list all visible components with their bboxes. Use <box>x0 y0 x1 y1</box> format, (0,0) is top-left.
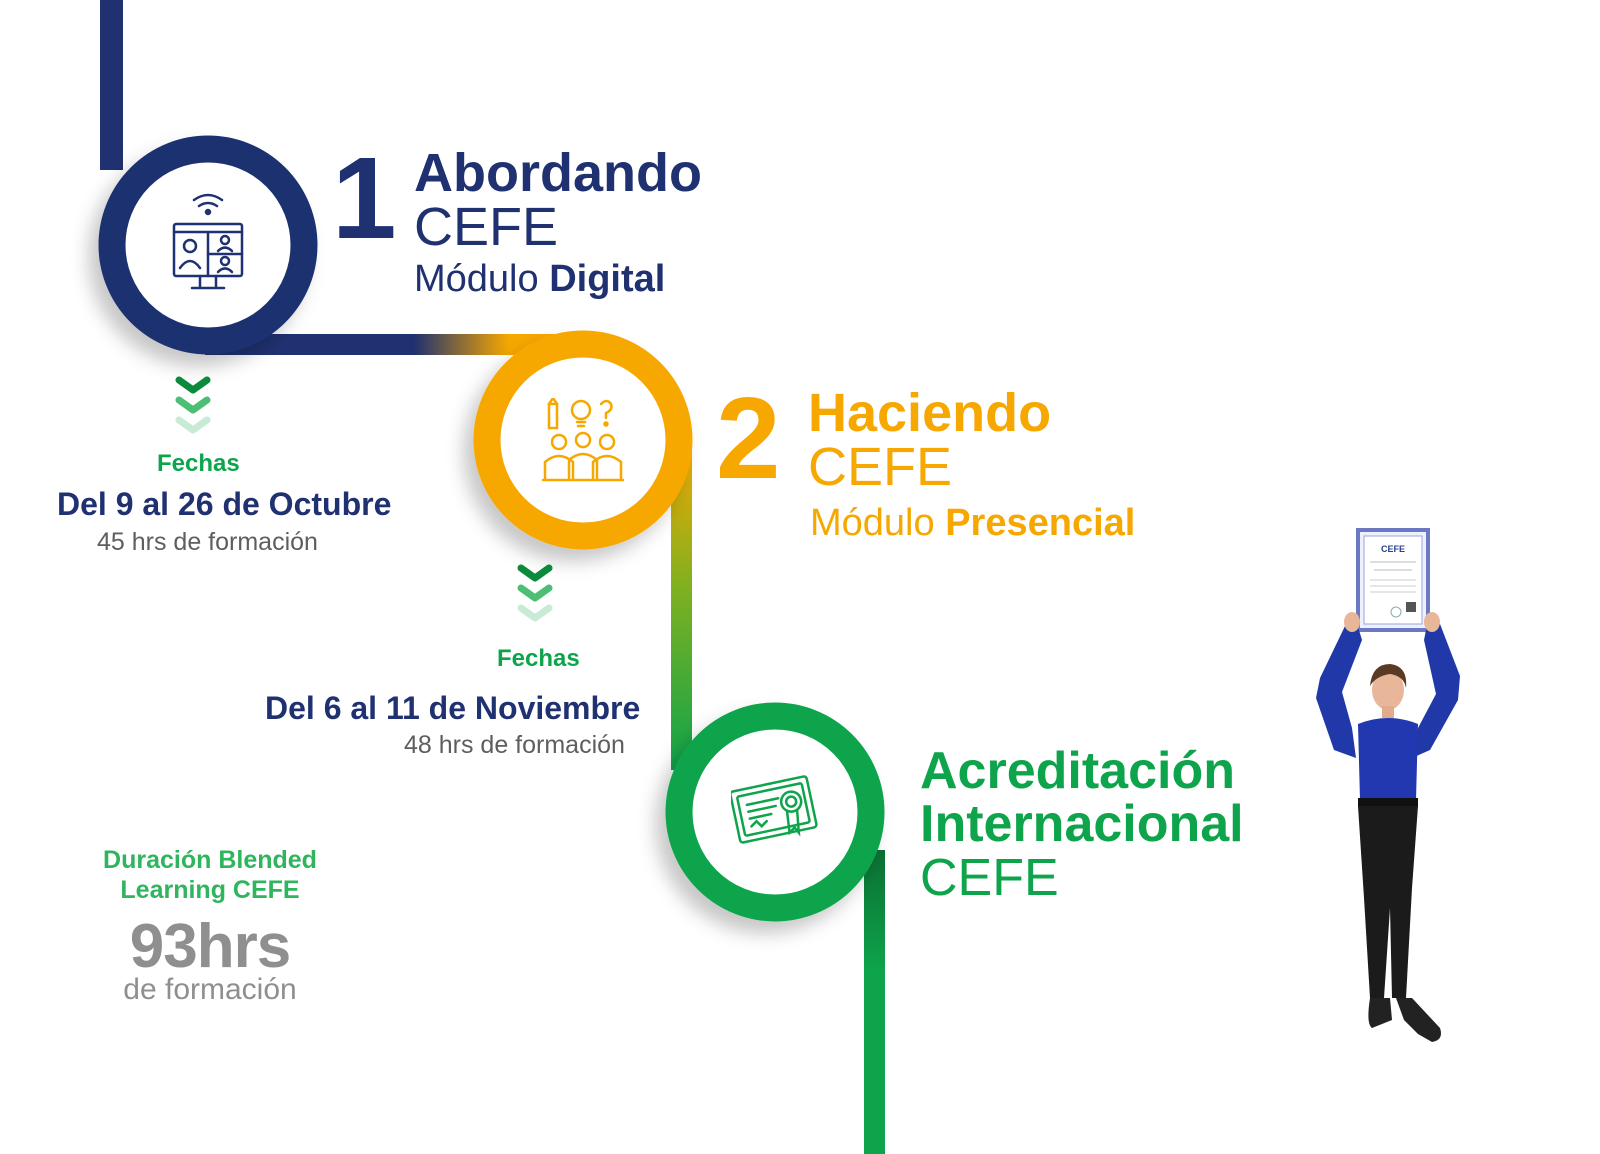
step2-subtitle: CEFE <box>808 437 953 497</box>
step1-subtitle: CEFE <box>414 197 559 257</box>
step2-ring <box>473 330 693 550</box>
step2-number: 2 <box>716 373 781 503</box>
chevrons-down-icon <box>175 376 211 434</box>
step3-subtitle: CEFE <box>920 849 1059 907</box>
certificate-frame: CEFE <box>1356 528 1430 632</box>
path-segment-1 <box>100 0 123 170</box>
online-meeting-icon <box>172 193 244 290</box>
step1-title: Abordando <box>414 143 702 203</box>
step1-number: 1 <box>332 133 397 263</box>
summary-block: Duración Blended Learning CEFE <box>70 848 350 903</box>
woman-holding-certificate-photo: CEFE <box>1316 528 1460 1042</box>
step3-title-line1: Acreditación <box>920 742 1235 800</box>
chevrons-down-icon <box>517 564 553 622</box>
step1-hours: 45 hrs de formación <box>97 528 318 556</box>
path-segment-3 <box>671 440 692 770</box>
path-segment-2 <box>205 334 585 355</box>
path-segment-4 <box>864 850 885 1154</box>
step2-dates-label: Fechas <box>497 645 580 672</box>
step2-module: Módulo Presencial <box>810 504 1135 542</box>
step3-ring <box>665 702 885 922</box>
step1-module-prefix: Módulo <box>414 258 550 300</box>
step1-dates: Del 9 al 26 de Octubre <box>57 486 392 522</box>
summary-label-line1: Duración Blended <box>103 846 317 874</box>
step2-module-name: Presencial <box>945 502 1136 544</box>
step2-title: Haciendo <box>808 383 1052 443</box>
step1-dates-label: Fechas <box>157 450 240 477</box>
step3-title-line2: Internacional <box>920 795 1244 853</box>
step2-dates: Del 6 al 11 de Noviembre <box>265 690 641 726</box>
certificate-logo: CEFE <box>1381 544 1405 554</box>
step1-module-name: Digital <box>549 258 666 300</box>
step2-hours: 48 hrs de formación <box>404 731 625 759</box>
summary-sub: de formación <box>123 973 297 1006</box>
summary-label-line2: Learning CEFE <box>120 876 300 904</box>
step2-module-prefix: Módulo <box>810 502 946 544</box>
summary-total-hours: 93hrs <box>129 912 291 981</box>
certificate-icon <box>731 775 818 844</box>
team-ideas-icon <box>541 398 625 482</box>
step1-module: Módulo Digital <box>414 260 665 298</box>
